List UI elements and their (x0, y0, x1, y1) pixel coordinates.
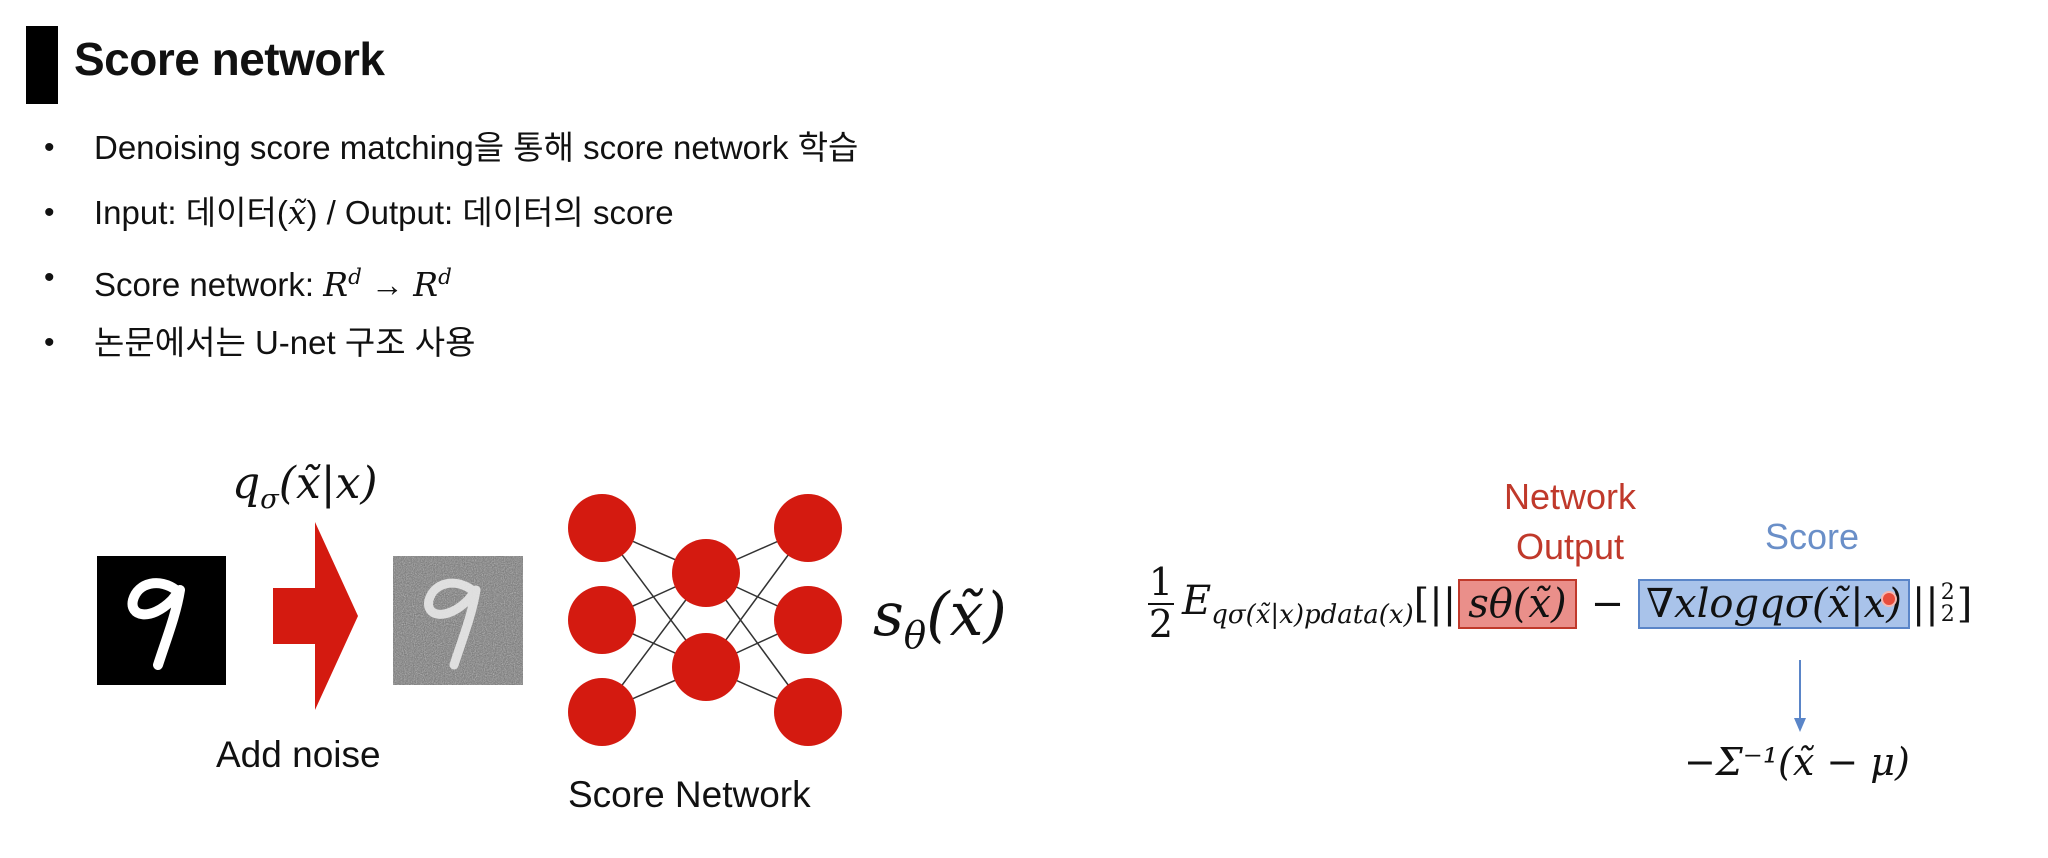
network-output-term: sθ(x̃) (1458, 578, 1577, 629)
norm-close: || (1911, 580, 1939, 627)
bullet-list: • Denoising score matching을 통해 score net… (40, 118, 858, 378)
bullet-item: • Score network: Rd → Rd (40, 248, 858, 313)
bullet-text: 논문에서는 U-net 구조 사용 (94, 324, 476, 361)
s-subscript: θ (903, 613, 927, 657)
expectation-subscript: qσ(x̃|x)pdata(x) (1211, 599, 1414, 630)
bullet-text-mid: ) / Output: 데이터의 score (306, 194, 674, 231)
score-label: Score (1764, 516, 1860, 557)
network-hidden-node (672, 539, 740, 607)
fraction-denominator: 2 (1148, 601, 1174, 646)
half-fraction: 1 2 (1148, 560, 1174, 646)
q-args: (x̃|x) (278, 458, 378, 509)
s-symbol: s (873, 580, 904, 650)
expectation: Eqσ(x̃|x)pdata(x) (1182, 578, 1414, 630)
expectation-symbol: E (1182, 577, 1212, 624)
title-bar-accent (26, 26, 58, 104)
bullet-math-sup: d (348, 265, 362, 290)
bullet-item: • Denoising score matching을 통해 score net… (40, 118, 858, 183)
noise-distribution-label: qσ(x̃|x) (232, 458, 378, 515)
network-input-node (568, 586, 636, 654)
s-args: (x̃) (926, 580, 1007, 650)
network-output-symbol: sθ(x̃) (873, 580, 1007, 657)
network-input-node (568, 494, 636, 562)
bracket-close: ] (1956, 580, 1973, 627)
bullet-dot-icon: • (44, 196, 55, 229)
network-output-label: Network Output (1503, 476, 1637, 567)
bullet-dot-icon: • (44, 131, 55, 164)
dsm-objective-equation: 1 2 Eqσ(x̃|x)pdata(x) [|| sθ(x̃) − ∇xlog… (1148, 560, 1973, 646)
bullet-text: Denoising score matching을 통해 score netwo… (94, 129, 859, 166)
noisy-digit-image (393, 556, 523, 685)
slide-title: Score network (74, 33, 385, 85)
bullet-text-prefix: Input: 데이터( (94, 194, 288, 231)
add-noise-label: Add noise (216, 734, 381, 775)
score-network-label: Score Network (568, 774, 811, 815)
bullet-dot-icon: • (44, 261, 55, 294)
bullet-text-prefix: Score network: (94, 266, 324, 303)
clean-digit-image (97, 556, 226, 685)
bullet-dot-icon: • (44, 326, 55, 359)
bullet-math: R (323, 265, 349, 304)
bullet-item: • Input: 데이터(x̃) / Output: 데이터의 score (40, 183, 858, 248)
network-output-node (774, 678, 842, 746)
score-closed-form: −Σ⁻¹(x̃ − μ) (1684, 740, 1910, 784)
bullet-math: R (413, 265, 439, 304)
minus-sign: − (1590, 580, 1625, 627)
network-input-node (568, 678, 636, 746)
q-symbol: q (232, 458, 261, 509)
norm-subscript: 2 (1940, 601, 1955, 627)
q-subscript: σ (260, 483, 279, 515)
cursor-pointer-icon (1881, 591, 1897, 607)
network-output-node (774, 494, 842, 562)
bullet-math-sup: d (438, 265, 452, 290)
pipeline-diagram (97, 494, 842, 746)
network-hidden-node (672, 633, 740, 701)
fraction-numerator: 1 (1148, 560, 1174, 604)
bullet-item: • 논문에서는 U-net 구조 사용 (40, 313, 858, 378)
bullet-math: x̃ (287, 193, 307, 232)
norm-indices: 2 2 (1940, 579, 1955, 627)
fraction-bar (1148, 602, 1174, 605)
bullet-arrow: → (361, 266, 414, 303)
network-output-node (774, 586, 842, 654)
score-term: ∇xlogqσ(x̃|x) (1638, 578, 1910, 629)
score-down-arrow-icon (1794, 660, 1806, 732)
add-noise-arrow-icon (273, 522, 358, 710)
norm-superscript: 2 (1940, 579, 1955, 605)
norm-open: [|| (1413, 580, 1457, 627)
